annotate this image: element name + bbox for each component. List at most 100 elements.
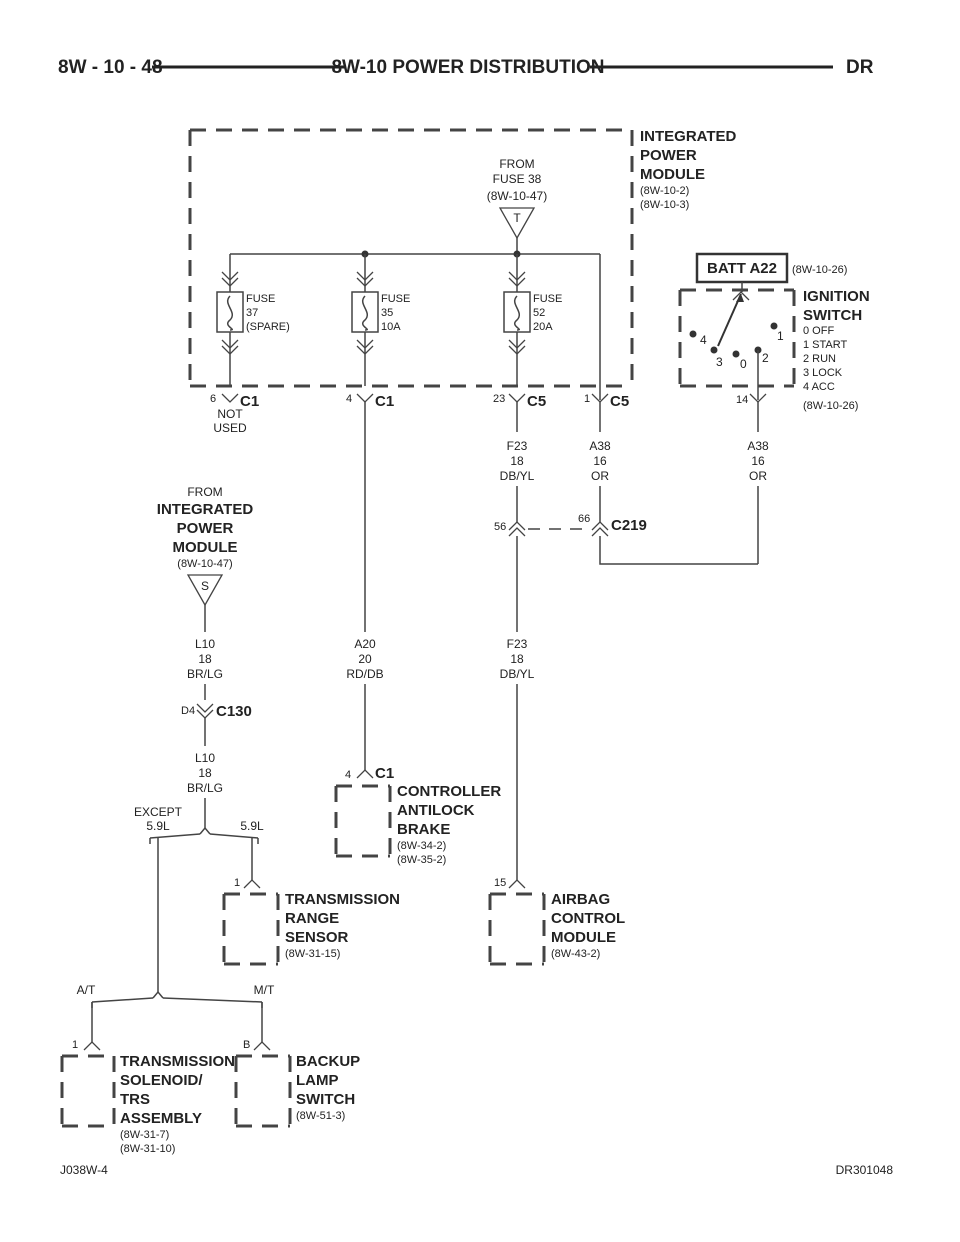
svg-text:(SPARE): (SPARE) — [246, 321, 290, 333]
svg-text:CONTROL: CONTROL — [551, 910, 625, 927]
ignition-switch-label: IGNITION SWITCH 0 OFF 1 START 2 RUN 3 LO… — [803, 288, 870, 412]
wire-l10-bottom: L10 18 BR/LG — [187, 751, 223, 795]
backup-box — [234, 1054, 292, 1128]
svg-text:ASSEMBLY: ASSEMBLY — [120, 1110, 202, 1127]
from-fuse-38-label: FROM FUSE 38 (8W-10-47) — [487, 157, 547, 203]
page-code: 8W - 10 - 48 — [58, 57, 163, 78]
svg-text:(8W-43-2): (8W-43-2) — [551, 948, 600, 960]
c219-connector: 56 66 C219 — [494, 513, 647, 537]
svg-text:18: 18 — [510, 454, 524, 468]
svg-text:FUSE: FUSE — [381, 293, 410, 305]
svg-text:52: 52 — [533, 307, 545, 319]
wire-l10-top: L10 18 BR/LG — [187, 637, 223, 681]
svg-text:USED: USED — [213, 421, 247, 435]
svg-text:(8W-10-2): (8W-10-2) — [640, 185, 689, 197]
svg-text:C1: C1 — [375, 393, 394, 410]
footer-right-code: DR301048 — [836, 1163, 894, 1177]
svg-text:2: 2 — [762, 351, 769, 365]
svg-text:EXCEPT: EXCEPT — [134, 805, 183, 819]
svg-text:(8W-10-26): (8W-10-26) — [803, 400, 858, 412]
svg-text:TRANSMISSION: TRANSMISSION — [120, 1053, 235, 1070]
wire-a20: A20 20 RD/DB — [346, 637, 383, 681]
svg-text:OR: OR — [749, 469, 767, 483]
svg-text:IGNITION: IGNITION — [803, 288, 870, 305]
svg-text:A20: A20 — [354, 637, 376, 651]
svg-text:POWER: POWER — [177, 520, 234, 537]
fuse-37-label: FUSE 37 (SPARE) — [246, 293, 290, 333]
svg-text:A/T: A/T — [77, 983, 96, 997]
wire-a38-right: A38 16 OR — [747, 439, 769, 483]
svg-text:(8W-10-47): (8W-10-47) — [177, 558, 232, 570]
svg-text:DB/YL: DB/YL — [500, 667, 535, 681]
svg-text:SENSOR: SENSOR — [285, 929, 349, 946]
svg-text:BR/LG: BR/LG — [187, 667, 223, 681]
footer-left-code: J038W-4 — [60, 1163, 108, 1177]
svg-text:L10: L10 — [195, 637, 215, 651]
solenoid-box — [60, 1054, 116, 1128]
svg-text:RD/DB: RD/DB — [346, 667, 383, 681]
solenoid-connector: 1 — [72, 1039, 101, 1051]
batt-a22-box: BATT A22 — [695, 252, 789, 284]
svg-text:C5: C5 — [610, 393, 629, 410]
svg-text:DB/YL: DB/YL — [500, 469, 535, 483]
acm-box — [488, 892, 546, 966]
ipm-c5-pin-23: 23 C5 — [493, 393, 546, 410]
engine-branch: EXCEPT 5.9L 5.9L — [134, 805, 264, 844]
solenoid-label: TRANSMISSION SOLENOID/ TRS ASSEMBLY (8W-… — [120, 1053, 235, 1155]
svg-text:1: 1 — [72, 1039, 78, 1051]
from-ipm-label: FROM INTEGRATED POWER MODULE (8W-10-47) — [157, 485, 254, 570]
svg-text:FROM: FROM — [187, 485, 222, 499]
svg-text:(8W-31-7): (8W-31-7) — [120, 1129, 169, 1141]
svg-text:INTEGRATED: INTEGRATED — [157, 501, 254, 518]
svg-text:(8W-10-47): (8W-10-47) — [487, 189, 547, 203]
fuse-35-label: FUSE 35 10A — [381, 293, 410, 333]
svg-text:20A: 20A — [533, 321, 553, 333]
svg-text:18: 18 — [198, 766, 212, 780]
svg-text:(8W-31-10): (8W-31-10) — [120, 1143, 175, 1155]
ignition-switch-contacts: 4 3 0 2 1 — [689, 291, 784, 400]
batt-ref: (8W-10-26) — [792, 264, 847, 276]
svg-text:66: 66 — [578, 513, 590, 525]
c130-connector: D4 C130 — [181, 703, 252, 720]
svg-text:L10: L10 — [195, 751, 215, 765]
ipm-c5-pin-1: 1 C5 — [584, 393, 629, 410]
ipm-box — [188, 128, 634, 388]
svg-text:10A: 10A — [381, 321, 401, 333]
svg-text:OR: OR — [591, 469, 609, 483]
svg-text:BR/LG: BR/LG — [187, 781, 223, 795]
svg-text:2 RUN: 2 RUN — [803, 353, 836, 365]
svg-text:T: T — [513, 211, 521, 225]
wire-f23-bottom: F23 18 DB/YL — [500, 637, 535, 681]
svg-text:SWITCH: SWITCH — [803, 307, 862, 324]
svg-text:20: 20 — [358, 652, 372, 666]
fuse-37 — [216, 254, 244, 386]
svg-text:FROM: FROM — [499, 157, 534, 171]
svg-text:FUSE: FUSE — [533, 293, 562, 305]
svg-text:RANGE: RANGE — [285, 910, 339, 927]
svg-text:S: S — [201, 579, 209, 593]
svg-text:SOLENOID/: SOLENOID/ — [120, 1072, 203, 1089]
svg-text:NOT: NOT — [217, 407, 243, 421]
svg-text:1 START: 1 START — [803, 339, 847, 351]
svg-text:0 OFF: 0 OFF — [803, 325, 834, 337]
svg-text:(8W-34-2): (8W-34-2) — [397, 840, 446, 852]
splice-t-triangle: T — [498, 207, 536, 240]
svg-text:4: 4 — [700, 333, 707, 347]
svg-text:(8W-31-15): (8W-31-15) — [285, 948, 340, 960]
svg-text:C1: C1 — [240, 393, 259, 410]
svg-text:0: 0 — [740, 357, 747, 371]
svg-text:AIRBAG: AIRBAG — [551, 891, 610, 908]
svg-text:(8W-10-3): (8W-10-3) — [640, 199, 689, 211]
ipm-label: INTEGRATED POWER MODULE (8W-10-2) (8W-10… — [640, 128, 737, 211]
svg-text:F23: F23 — [507, 637, 528, 651]
acm-label: AIRBAG CONTROL MODULE (8W-43-2) — [551, 891, 625, 960]
svg-text:15: 15 — [494, 877, 506, 889]
svg-text:4 ACC: 4 ACC — [803, 381, 835, 393]
ignition-switch-box — [678, 288, 796, 388]
fuse-35 — [351, 254, 379, 386]
svg-text:BATT A22: BATT A22 — [707, 260, 777, 277]
svg-text:3 LOCK: 3 LOCK — [803, 367, 843, 379]
trs-label: TRANSMISSION RANGE SENSOR (8W-31-15) — [285, 891, 400, 960]
svg-text:35: 35 — [381, 307, 393, 319]
